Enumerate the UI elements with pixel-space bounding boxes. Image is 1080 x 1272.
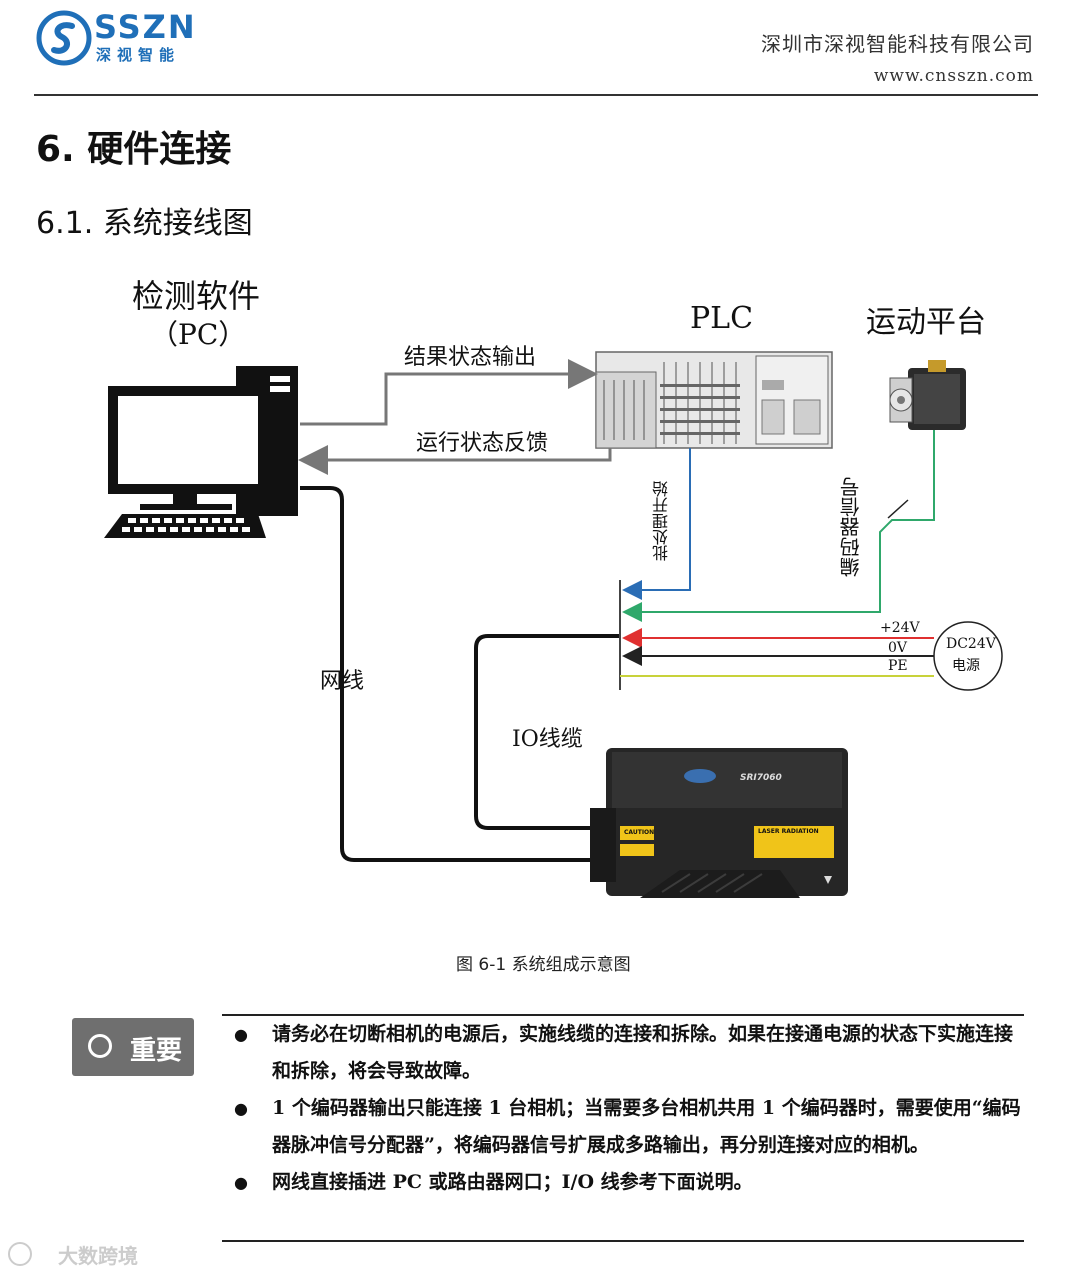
header-divider [34, 94, 1038, 96]
plus24v-label: +24V [880, 620, 920, 636]
bullet-icon: ● [234, 1099, 248, 1118]
notes-bottom-rule [222, 1240, 1024, 1242]
figure-caption: 图 6-1 系统组成示意图 [456, 955, 631, 975]
batch-start-label: 批处理开始 [652, 481, 671, 561]
important-badge: 重要 [72, 1018, 194, 1076]
wiring-diagram-svg [104, 351, 1003, 898]
watermark-logo-icon [8, 1242, 32, 1266]
section-title: 6. 硬件连接 [36, 129, 232, 170]
servo-motor-icon [889, 360, 966, 430]
power-supply-icon [933, 621, 1003, 691]
bullet-icon: ● [234, 1025, 248, 1044]
important-notes: ● 请务必在切断相机的电源后，实施线缆的连接和拆除。如果在接通电源的状态下实施连接… [222, 1016, 1022, 1201]
logo-main: SSZN [94, 8, 197, 46]
camera-sri7060-icon [590, 748, 848, 898]
sszn-logo-icon [36, 10, 92, 66]
pc-sub-label: （PC） [150, 318, 247, 351]
wiring-diagram: 检测软件 （PC） PLC 运动平台 结果状态输出 运行状态反馈 批处理开始 编… [0, 255, 1080, 935]
company-website: www.cnsszn.com [873, 66, 1034, 86]
subsection-title: 6.1. 系统接线图 [36, 206, 253, 241]
plc-unit-icon [595, 351, 833, 449]
motion-platform-label: 运动平台 [866, 305, 986, 340]
important-badge-label: 重要 [130, 1036, 183, 1066]
caution-label: CAUTION [624, 829, 655, 836]
pc-label: 检测软件 [132, 277, 261, 315]
network-cable-label: 网线 [320, 669, 365, 694]
power-line2-label: 电源 [952, 658, 980, 674]
list-item: ● 请务必在切断相机的电源后，实施线缆的连接和拆除。如果在接通电源的状态下实施连接… [222, 1016, 1022, 1090]
watermark-text: 大数跨境 [58, 1244, 138, 1268]
bullet-icon: ● [234, 1173, 248, 1192]
note-text: 网线直接插进 PC 或路由器网口；I/O 线参考下面说明。 [272, 1171, 753, 1193]
power-line1-label: DC24V [946, 636, 996, 652]
camera-model-label: SRI7060 [740, 773, 782, 783]
note-text: 请务必在切断相机的电源后，实施线缆的连接和拆除。如果在接通电源的状态下实施连接和… [272, 1023, 1014, 1082]
note-text: 1 个编码器输出只能连接 1 台相机；当需要多台相机共用 1 个编码器时，需要使… [272, 1097, 1021, 1156]
encoder-signal-label: 编码器信号 [839, 477, 863, 577]
plc-label: PLC [690, 301, 754, 336]
list-item: ● 1 个编码器输出只能连接 1 台相机；当需要多台相机共用 1 个编码器时，需要… [222, 1090, 1022, 1164]
result-output-label: 结果状态输出 [404, 345, 537, 370]
company-name: 深圳市深视智能科技有限公司 [761, 32, 1034, 56]
status-feedback-label: 运行状态反馈 [416, 431, 549, 456]
zero-v-label: 0V [888, 640, 908, 656]
pc-computer-icon [104, 366, 298, 538]
laser-label: LASER RADIATION [758, 828, 819, 835]
header: SSZN 深视智能 深圳市深视智能科技有限公司 www.cnsszn.com [0, 0, 1080, 100]
important-notes-list: ● 请务必在切断相机的电源后，实施线缆的连接和拆除。如果在接通电源的状态下实施连接… [222, 1016, 1022, 1201]
notes-top-rule [222, 1014, 1024, 1016]
pe-label: PE [888, 658, 908, 674]
list-item: ● 网线直接插进 PC 或路由器网口；I/O 线参考下面说明。 [222, 1164, 1022, 1201]
io-cable-label: IO线缆 [512, 727, 583, 752]
circle-icon [88, 1034, 112, 1058]
logo-sub: 深视智能 [96, 46, 181, 64]
